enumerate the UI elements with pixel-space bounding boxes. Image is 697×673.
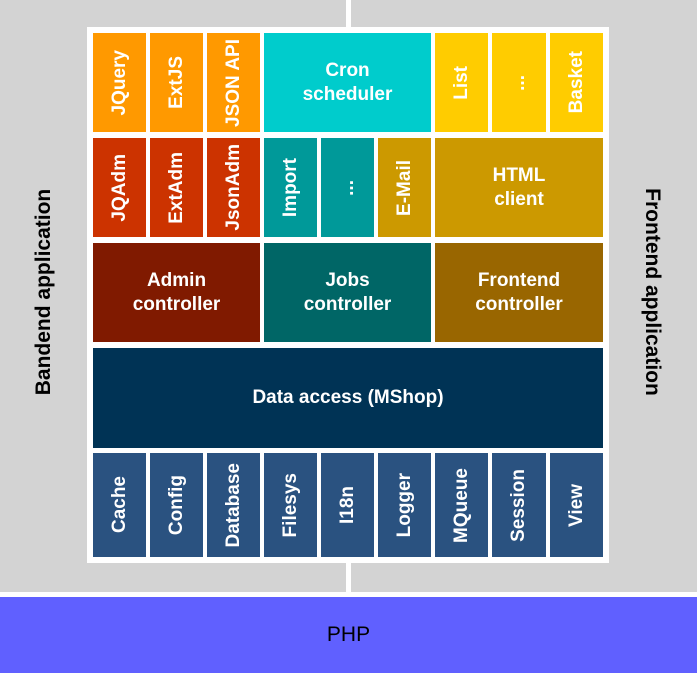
tile-jobs-dots: ...	[321, 138, 374, 237]
frontend-label: Frontend application	[641, 188, 664, 396]
divider-base	[0, 592, 697, 597]
tile-extadm: ExtAdm	[150, 138, 203, 237]
tile-jsonapi: JSON API	[207, 33, 260, 132]
tile-jobs-controller: Jobs controller	[264, 243, 431, 342]
php-label: PHP	[326, 623, 371, 646]
tile-extjs: ExtJS	[150, 33, 203, 132]
backend-label: Bandend application	[32, 188, 55, 396]
php-layer: PHP	[0, 597, 697, 673]
divider-bottom	[346, 563, 351, 592]
tile-jqadm: JQAdm	[93, 138, 146, 237]
tile-logger: Logger	[378, 453, 431, 557]
tile-jsonadm: JsonAdm	[207, 138, 260, 237]
tile-list: List	[435, 33, 488, 132]
tile-i18n: I18n	[321, 453, 374, 557]
tile-dots: ...	[492, 33, 546, 132]
tile-mqueue: MQueue	[435, 453, 488, 557]
tile-view: View	[550, 453, 603, 557]
tile-config: Config	[150, 453, 203, 557]
tile-html-client: HTML client	[435, 138, 603, 237]
tile-email: E-Mail	[378, 138, 431, 237]
tile-admin-controller: Admin controller	[93, 243, 260, 342]
tile-cache: Cache	[93, 453, 146, 557]
tile-frontend-controller: Frontend controller	[435, 243, 603, 342]
tile-session: Session	[492, 453, 546, 557]
tile-data-access: Data access (MShop)	[93, 348, 603, 448]
tile-import: Import	[264, 138, 317, 237]
divider-top	[346, 0, 351, 27]
tile-basket: Basket	[550, 33, 603, 132]
tile-jquery: JQuery	[93, 33, 146, 132]
tile-cron: Cron scheduler	[264, 33, 431, 132]
tile-database: Database	[207, 453, 260, 557]
tile-filesys: Filesys	[264, 453, 317, 557]
